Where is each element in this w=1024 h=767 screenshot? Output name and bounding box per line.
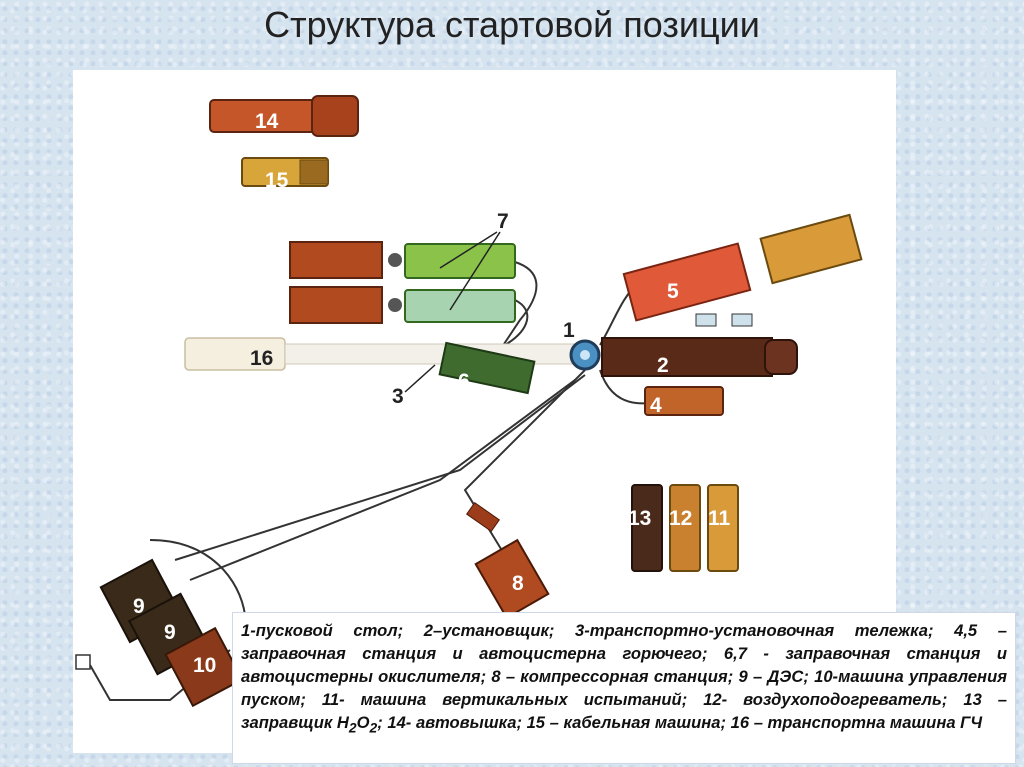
vehicle-10: 10 <box>164 626 244 708</box>
label-16: 16 <box>250 347 273 370</box>
label-7: 7 <box>497 210 509 233</box>
label-10: 10 <box>193 654 216 677</box>
connector-box <box>75 654 91 670</box>
legend-part1: 1-пусковой стол; 2–установщик; 3-транспо… <box>241 621 1007 732</box>
vehicle-14: 14 <box>209 95 359 137</box>
cable-7b <box>504 299 529 346</box>
label-11: 11 <box>708 507 731 530</box>
arc-perimeter <box>149 539 246 616</box>
vehicle-2: 2 <box>601 337 798 377</box>
cable-main-2 <box>189 379 576 581</box>
label-14: 14 <box>255 110 279 133</box>
vehicle-15: 15 <box>241 157 329 192</box>
small-box-a <box>695 313 717 327</box>
label-9a: 9 <box>133 595 145 618</box>
slide-title: Структура стартовой позиции <box>264 4 760 45</box>
leader-3 <box>404 364 436 393</box>
small-box-b <box>731 313 753 327</box>
label-9b: 9 <box>164 621 176 644</box>
vehicle-13: 13 <box>628 484 663 572</box>
label-15: 15 <box>265 169 289 192</box>
vehicle-4: 4 <box>644 386 724 417</box>
vehicle-12: 12 <box>669 484 701 572</box>
leader-7 <box>439 231 501 311</box>
vehicle-6: 6 <box>438 341 536 395</box>
legend-sub2: 2 <box>369 719 378 736</box>
vehicle-8: 8 <box>466 501 550 620</box>
cable-8 <box>463 369 586 581</box>
launch-table-1: 1 <box>563 319 601 371</box>
label-2: 2 <box>657 354 669 377</box>
vehicle-7-bottom <box>289 286 516 324</box>
label-1: 1 <box>563 319 575 342</box>
cable-main-1 <box>174 374 586 561</box>
label-6: 6 <box>458 370 470 393</box>
vehicle-11: 11 <box>707 484 739 572</box>
label-3: 3 <box>392 385 404 408</box>
legend-box: 1-пусковой стол; 2–установщик; 3-транспо… <box>232 612 1016 764</box>
vehicle-5: 5 <box>622 213 863 322</box>
label-8: 8 <box>512 572 524 595</box>
cable-7a <box>499 261 538 351</box>
legend-sub1: 2 <box>348 719 357 736</box>
label-13: 13 <box>628 507 651 530</box>
label-12: 12 <box>669 507 692 530</box>
label-4: 4 <box>650 394 662 417</box>
legend-part3: ; 14- автовышка; 15 – кабельная машина; … <box>377 713 983 732</box>
legend-part2: O <box>356 713 370 732</box>
label-5: 5 <box>667 280 679 303</box>
